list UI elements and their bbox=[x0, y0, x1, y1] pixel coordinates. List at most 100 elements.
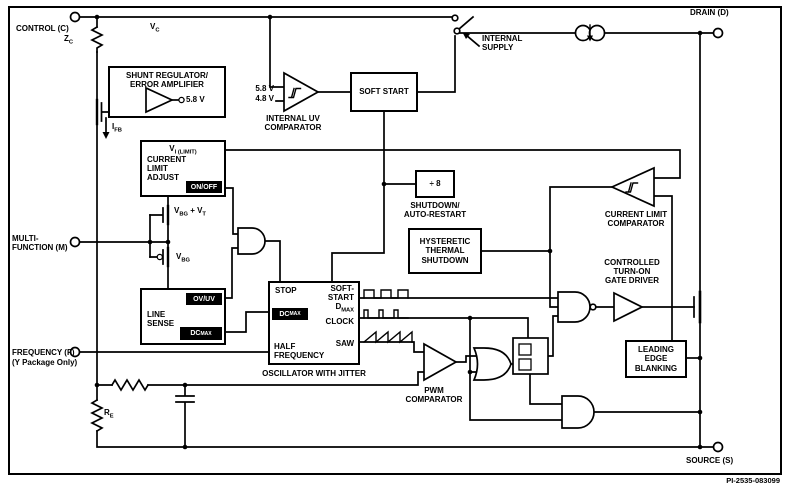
clc-hysteresis-icon bbox=[625, 182, 639, 193]
re-resistor bbox=[90, 398, 104, 433]
uv-comp-input-wire bbox=[269, 16, 285, 102]
vbg-vt-label: VBG + VT bbox=[174, 206, 206, 218]
filter-resistor bbox=[110, 378, 150, 392]
re-label: RE bbox=[104, 408, 114, 420]
shutdown-auto-restart-caption: SHUTDOWN/ AUTO-RESTART bbox=[403, 201, 467, 220]
current-source-arrowhead bbox=[587, 35, 593, 42]
sense-fet1-gate bbox=[149, 207, 164, 223]
multifunction-pin-label: MULTI- FUNCTION (M) bbox=[12, 234, 68, 253]
current-limit-adjust-block: VI (LIMIT) CURRENT LIMIT ADJUST ON/OFF bbox=[140, 140, 226, 197]
pwm-comparator-caption: PWM COMPARATOR bbox=[405, 386, 463, 405]
soft-start-wire bbox=[331, 111, 385, 282]
gate-driver-triangle bbox=[613, 291, 644, 323]
pwm-comparator-triangle bbox=[423, 342, 458, 382]
latch-cell-1 bbox=[518, 343, 532, 356]
diagram-border bbox=[8, 6, 782, 475]
leb-output-wire bbox=[653, 195, 673, 341]
osc-half-frequency-label: HALF FREQUENCY bbox=[274, 342, 325, 361]
dcmax-wire bbox=[225, 311, 269, 333]
sense-fet2-bubble bbox=[156, 253, 164, 261]
junction-dots bbox=[94, 14, 703, 450]
control-pin-label: CONTROL (C) bbox=[16, 24, 69, 33]
oscillator-caption: OSCILLATOR WITH JITTER bbox=[262, 369, 366, 378]
gate-driver-caption: CONTROLLED TURN-ON GATE DRIVER bbox=[604, 258, 660, 286]
shunt-title: SHUNT REGULATOR/ ERROR AMPLIFIER bbox=[126, 71, 208, 90]
uv-low-label: 4.8 V bbox=[255, 94, 274, 103]
clock-pulse-glyph bbox=[363, 309, 409, 319]
stop-wire bbox=[264, 240, 281, 282]
shunt-ref-label: 5.8 V bbox=[186, 95, 205, 104]
internal-supply-arrowhead bbox=[462, 32, 470, 39]
control-pin-terminal bbox=[69, 11, 81, 23]
source-pin-label: SOURCE (S) bbox=[686, 456, 734, 465]
source-rail bbox=[96, 430, 715, 448]
part-number: PI-2535-083099 bbox=[726, 476, 780, 485]
latch-output-wire bbox=[547, 315, 559, 357]
uv-comparator-triangle bbox=[283, 71, 320, 113]
internal-supply-feed bbox=[417, 35, 456, 93]
zc-label: ZC bbox=[64, 34, 74, 46]
pwm-output-wire bbox=[455, 355, 477, 363]
internal-supply-pointer bbox=[464, 33, 481, 48]
latch-to-and-wire bbox=[529, 373, 563, 405]
ovuv-wire bbox=[225, 247, 239, 299]
drain-pin-terminal bbox=[712, 27, 724, 39]
supply-switch-blade bbox=[457, 15, 475, 31]
uv-comparator-caption: INTERNAL UV COMPARATOR bbox=[264, 114, 322, 133]
duty-wire2 bbox=[147, 371, 425, 386]
supply-switch-contact-left bbox=[451, 14, 459, 22]
ovuv-badge: OV/UV bbox=[186, 293, 222, 305]
nand-bubble bbox=[589, 303, 597, 311]
divide-by-8-block: ÷ 8 bbox=[415, 170, 455, 198]
restart-and-gate bbox=[561, 395, 595, 429]
clc-output-wire bbox=[549, 186, 613, 308]
frequency-pin-terminal bbox=[69, 346, 81, 358]
leading-edge-blanking-block: LEADING EDGE BLANKING bbox=[625, 340, 687, 378]
current-source-symbol-2 bbox=[588, 24, 606, 42]
vbg-label: VBG bbox=[176, 252, 190, 264]
saw-glyph bbox=[363, 330, 413, 344]
shunt-opamp-triangle bbox=[145, 86, 175, 114]
current-limit-comparator-caption: CURRENT LIMIT COMPARATOR bbox=[604, 210, 668, 229]
stop-and-gate bbox=[237, 227, 266, 255]
uv-high-label: 5.8 V bbox=[255, 84, 274, 93]
osc-saw-label: SAW bbox=[335, 339, 354, 348]
osc-stop-label: STOP bbox=[275, 286, 297, 295]
internal-supply-label: INTERNAL SUPPLY bbox=[482, 34, 523, 53]
uv-comp-hysteresis-icon bbox=[288, 87, 302, 99]
onoff-wire bbox=[225, 187, 239, 235]
latch-cell-2 bbox=[518, 358, 532, 371]
soft-start-block: SOFT START bbox=[350, 72, 418, 112]
osc-dmax-label: DMAX bbox=[335, 302, 354, 314]
vilimit-label: VI (LIMIT) bbox=[169, 144, 197, 156]
thermal-shutdown-block: HYSTERETIC THERMAL SHUTDOWN bbox=[408, 228, 482, 274]
multifunction-pin-terminal bbox=[69, 236, 81, 248]
shunt-ref-node bbox=[178, 96, 185, 104]
ifb-arrowhead bbox=[102, 132, 110, 139]
saw-wire bbox=[359, 341, 425, 353]
shunt-mosfet-gate bbox=[100, 102, 109, 122]
vilimit-rail bbox=[225, 149, 681, 179]
vc-label: VC bbox=[150, 22, 160, 34]
drain-pin-label: DRAIN (D) bbox=[690, 8, 729, 17]
or-gate bbox=[472, 347, 512, 381]
supply-switch-contact-right bbox=[453, 27, 461, 35]
clock-wire bbox=[359, 317, 529, 339]
line-sense-title: LINE SENSE bbox=[147, 310, 175, 329]
frequency-pin-note: (Y Package Only) bbox=[12, 358, 78, 367]
source-pin-terminal bbox=[712, 441, 724, 453]
zc-resistor bbox=[90, 25, 104, 53]
pwm-nand-gate bbox=[557, 291, 591, 323]
current-limit-adjust-title: CURRENT LIMIT ADJUST bbox=[147, 155, 187, 183]
filter-cap bbox=[175, 384, 195, 448]
frequency-pin-label: FREQUENCY (F) bbox=[12, 348, 75, 357]
osc-soft-start-label: SOFT- START bbox=[327, 284, 354, 303]
onoff-badge: ON/OFF bbox=[186, 181, 222, 193]
dmax-pulse-glyph bbox=[363, 289, 409, 299]
